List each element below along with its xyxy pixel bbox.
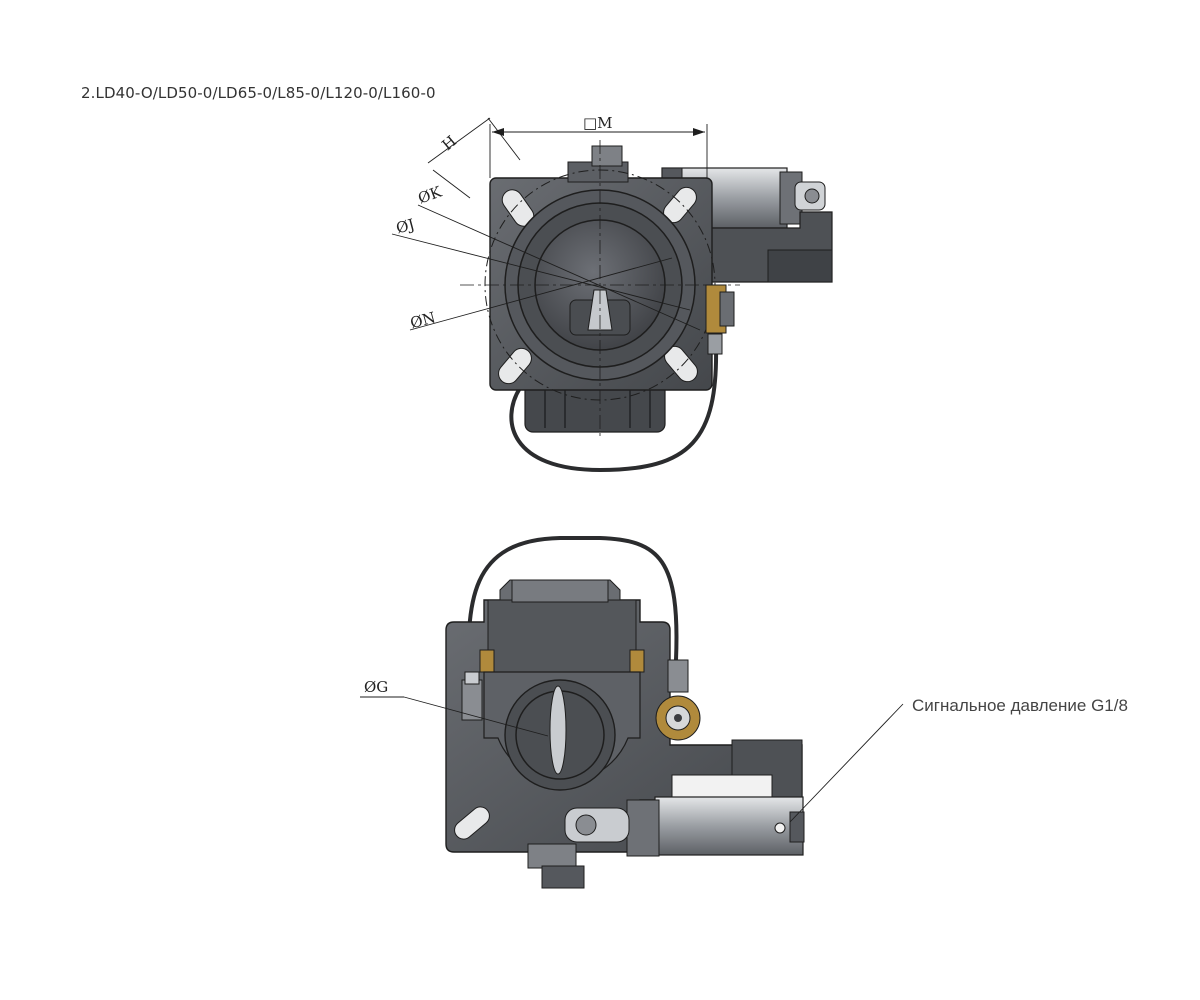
left-fitting (461, 671, 483, 721)
dimension-j: ØJ (391, 215, 691, 311)
label-n: ØN (408, 308, 437, 332)
top-fitting (567, 145, 629, 183)
valve-body (483, 671, 641, 791)
dimension-m: □M (489, 114, 708, 178)
pressure-fitting (655, 659, 701, 741)
hose-tube (509, 344, 719, 473)
label-j: ØJ (394, 215, 416, 237)
label-g: ØG (364, 678, 388, 696)
label-h: H (438, 132, 460, 154)
dimension-g: ØG (360, 678, 549, 737)
label-signal-pressure: Сигнальное давление G1/8 (912, 696, 1128, 715)
mounting-slots (498, 186, 698, 385)
label-k: ØK (416, 182, 445, 207)
side-view: ØG Сигнальное давление G1/8 (360, 536, 1128, 889)
base-slot (454, 806, 490, 840)
bottom-nut (527, 843, 585, 889)
label-m: □M (583, 114, 613, 132)
figure-caption: 2.LD40-O/LD50-0/LD65-0/L85-0/L120-0/L160… (81, 84, 436, 102)
mounting-bracket (704, 211, 833, 283)
pneumatic-cylinder-side (564, 796, 805, 857)
side-fitting (705, 284, 735, 355)
top-view: □M H ØK ØJ ØN (391, 114, 833, 473)
signal-callout: Сигнальное давление G1/8 (789, 696, 1128, 823)
dimension-n: ØN (408, 257, 673, 332)
hose-tube-side (466, 536, 679, 691)
